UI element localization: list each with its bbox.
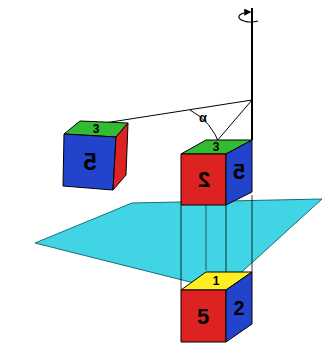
- projection-line: [181, 205, 182, 290]
- cube-front-face: [63, 134, 116, 190]
- projection-line: [252, 195, 253, 272]
- face-number: 2: [233, 298, 244, 318]
- face-number: 5: [197, 306, 209, 328]
- face-number: 3: [213, 141, 220, 153]
- face-number: 3: [93, 123, 100, 135]
- cube-side-face: [226, 272, 252, 342]
- projection-plane: [35, 199, 322, 290]
- cube-side-face: [226, 140, 252, 205]
- face-number: 5: [83, 150, 96, 174]
- face-number: 5: [233, 161, 245, 183]
- face-number: 1: [213, 275, 220, 287]
- rotation-arrow: [239, 12, 258, 22]
- face-number: 2: [198, 169, 210, 191]
- cube-front-face: [181, 154, 226, 205]
- cube-front-face: [181, 290, 226, 342]
- rotation-axis: [251, 8, 253, 140]
- angle-label: α: [199, 111, 207, 124]
- cube-side-face: [113, 123, 128, 190]
- suspension-line: [216, 100, 252, 142]
- suspension-line: [98, 100, 252, 124]
